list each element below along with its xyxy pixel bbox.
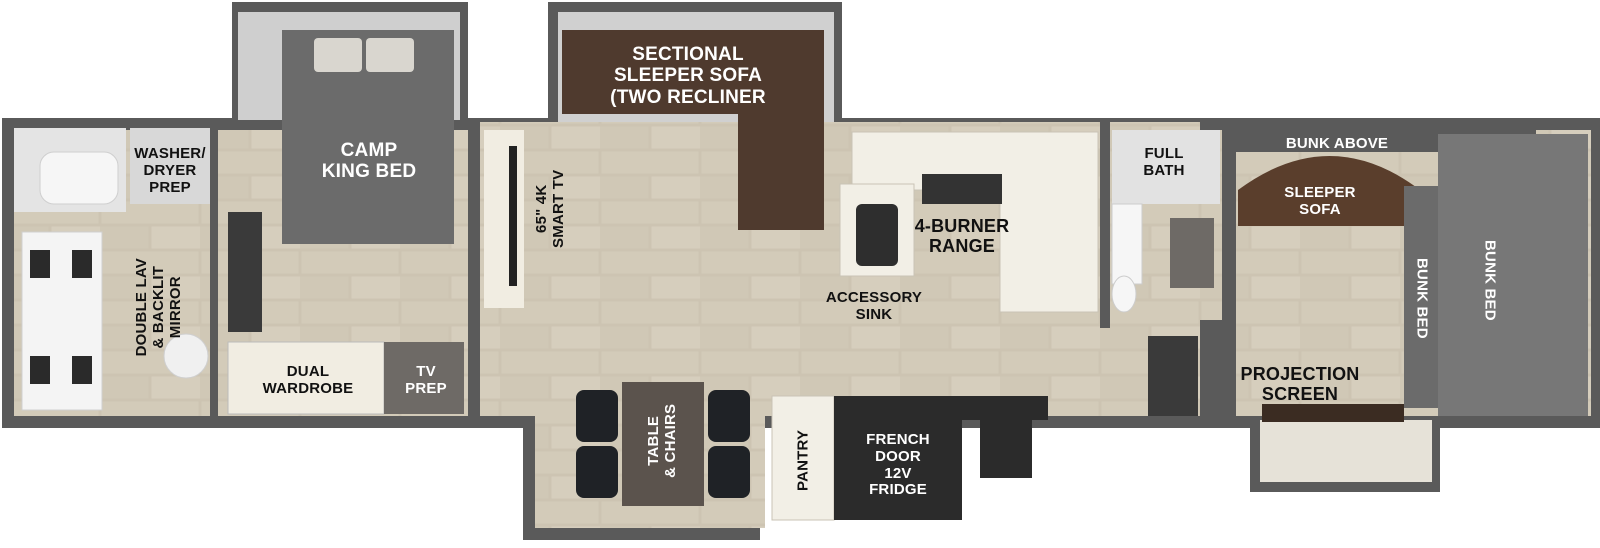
smart-tv-label: 65" 4K SMART TV — [533, 169, 567, 248]
table-chairs-label: TABLE & CHAIRS — [645, 403, 679, 478]
tv-prep-label: TV PREP — [405, 363, 447, 397]
bunk-bed-inner-label: BUNK BED — [1413, 258, 1431, 339]
kitchen-area — [771, 131, 1099, 521]
washer-dryer-prep-label: WASHER/ DRYER PREP — [134, 145, 206, 196]
sectional-sofa-label: SECTIONAL SLEEPER SOFA (TWO RECLINER — [610, 44, 766, 108]
bunk-bed-outer-label: BUNK BED — [1481, 240, 1499, 321]
sleeper-sofa-label: SLEEPER SOFA — [1284, 184, 1356, 218]
interior-walls — [210, 118, 1236, 422]
bedroom-area — [227, 12, 464, 415]
range-label: 4-BURNER RANGE — [914, 216, 1010, 257]
dual-wardrobe-label: DUAL WARDROBE — [262, 363, 354, 397]
pantry-label: PANTRY — [794, 429, 812, 492]
accessory-sink-label: ACCESSORY SINK — [825, 289, 923, 323]
bunk-above-label: BUNK ABOVE — [1285, 135, 1389, 152]
laundry-lav-area — [14, 128, 210, 411]
bunkhouse-area — [1236, 130, 1588, 422]
fridge-label: FRENCH DOOR 12V FRIDGE — [866, 431, 930, 499]
bath-area — [1111, 130, 1220, 416]
camp-king-bed-label: CAMP KING BED — [321, 140, 417, 183]
double-lav-label: DOUBLE LAV & BACKLIT MIRROR — [132, 258, 184, 357]
full-bath-label: FULL BATH — [1143, 145, 1185, 179]
living-area — [484, 12, 834, 308]
projection-screen-label: PROJECTION SCREEN — [1240, 364, 1360, 405]
dining-area — [576, 382, 750, 506]
